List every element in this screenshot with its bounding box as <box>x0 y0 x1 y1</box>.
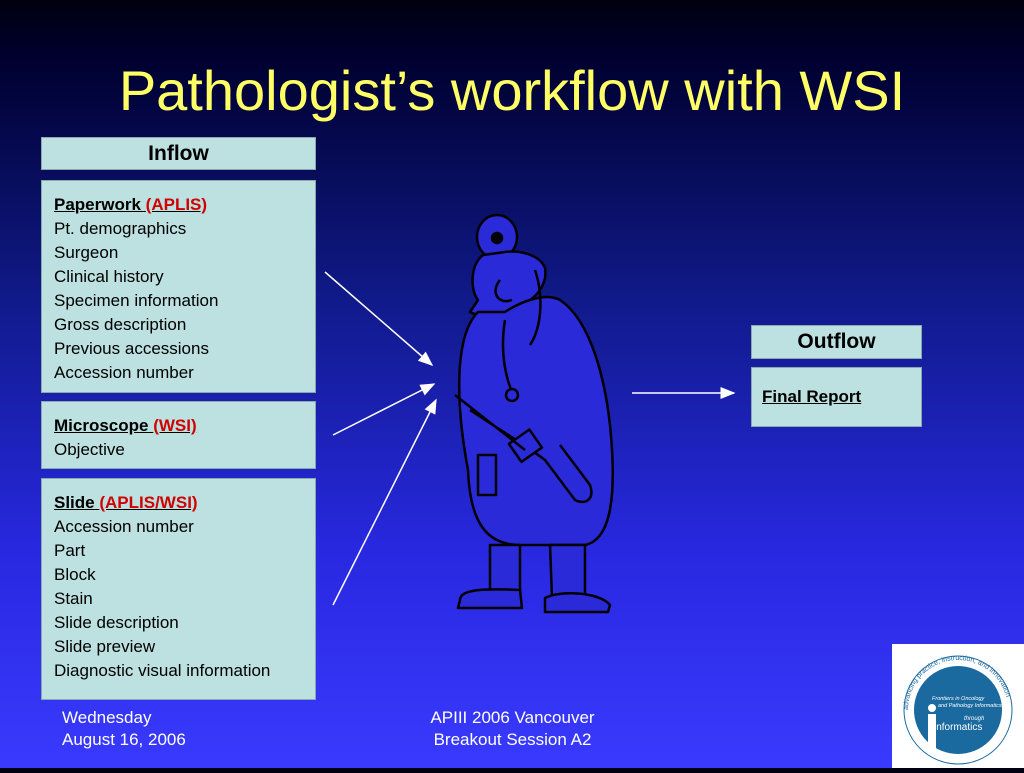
inflow-label: Inflow <box>148 142 209 165</box>
slide-tag: (APLIS/WSI) <box>99 493 198 512</box>
paperwork-box: Paperwork (APLIS) Pt. demographics Surge… <box>41 180 316 393</box>
arrow-paperwork <box>324 271 434 366</box>
slide-item: Accession number <box>54 517 194 536</box>
footer-full-date: August 16, 2006 <box>62 730 186 749</box>
microscope-item: Objective <box>54 440 125 459</box>
final-report-box: Final Report <box>751 367 922 427</box>
footer-event: APIII 2006 Vancouver Breakout Session A2 <box>390 707 635 751</box>
slide-item: Stain <box>54 589 93 608</box>
logo-line2: and Pathology Informatics <box>938 703 1002 709</box>
final-report-text: Final Report <box>762 387 862 406</box>
informatics-logo-graphic: advancing practice, instruction, and inn… <box>903 655 1013 765</box>
paperwork-heading-text: Paperwork <box>54 195 141 214</box>
inflow-header: Inflow <box>41 137 316 170</box>
slide-heading-text: Slide <box>54 493 95 512</box>
slide-item: Block <box>54 565 96 584</box>
microscope-tag: (WSI) <box>153 416 197 435</box>
arrow-slide <box>332 398 437 606</box>
pathologist-figure <box>454 213 615 614</box>
footer-event-name: APIII 2006 Vancouver <box>430 708 595 727</box>
microscope-heading: Microscope (WSI) <box>54 414 303 438</box>
logo-name: informatics <box>934 722 982 733</box>
paperwork-tag: (APLIS) <box>145 195 208 214</box>
logo-line1: Frontiers in Oncology <box>932 696 986 702</box>
paperwork-item: Clinical history <box>54 267 164 286</box>
paperwork-item: Pt. demographics <box>54 219 187 238</box>
slide-item: Part <box>54 541 86 560</box>
slide-heading: Slide (APLIS/WSI) <box>54 491 303 515</box>
footer-session: Breakout Session A2 <box>433 730 592 749</box>
arrow-microscope <box>332 383 436 436</box>
paperwork-item: Gross description <box>54 315 187 334</box>
footer-day: Wednesday <box>62 708 152 727</box>
paperwork-item: Previous accessions <box>54 339 209 358</box>
slide-item: Diagnostic visual information <box>54 661 271 680</box>
logo-through: through <box>964 716 985 722</box>
outflow-header: Outflow <box>751 325 922 359</box>
microscope-box: Microscope (WSI) Objective <box>41 401 316 469</box>
paperwork-heading: Paperwork (APLIS) <box>54 193 303 217</box>
paperwork-item: Surgeon <box>54 243 119 262</box>
slide-title: Pathologist’s workflow with WSI <box>118 59 906 122</box>
informatics-logo: advancing practice, instruction, and inn… <box>892 644 1024 768</box>
microscope-heading-text: Microscope <box>54 416 149 435</box>
slide-box: Slide (APLIS/WSI) Accession number Part … <box>41 478 316 700</box>
paperwork-item: Specimen information <box>54 291 219 310</box>
slide-item: Slide description <box>54 613 179 632</box>
outflow-label: Outflow <box>797 330 876 353</box>
footer-date: Wednesday August 16, 2006 <box>62 707 186 751</box>
slide-item: Slide preview <box>54 637 156 656</box>
paperwork-item: Accession number <box>54 363 194 382</box>
